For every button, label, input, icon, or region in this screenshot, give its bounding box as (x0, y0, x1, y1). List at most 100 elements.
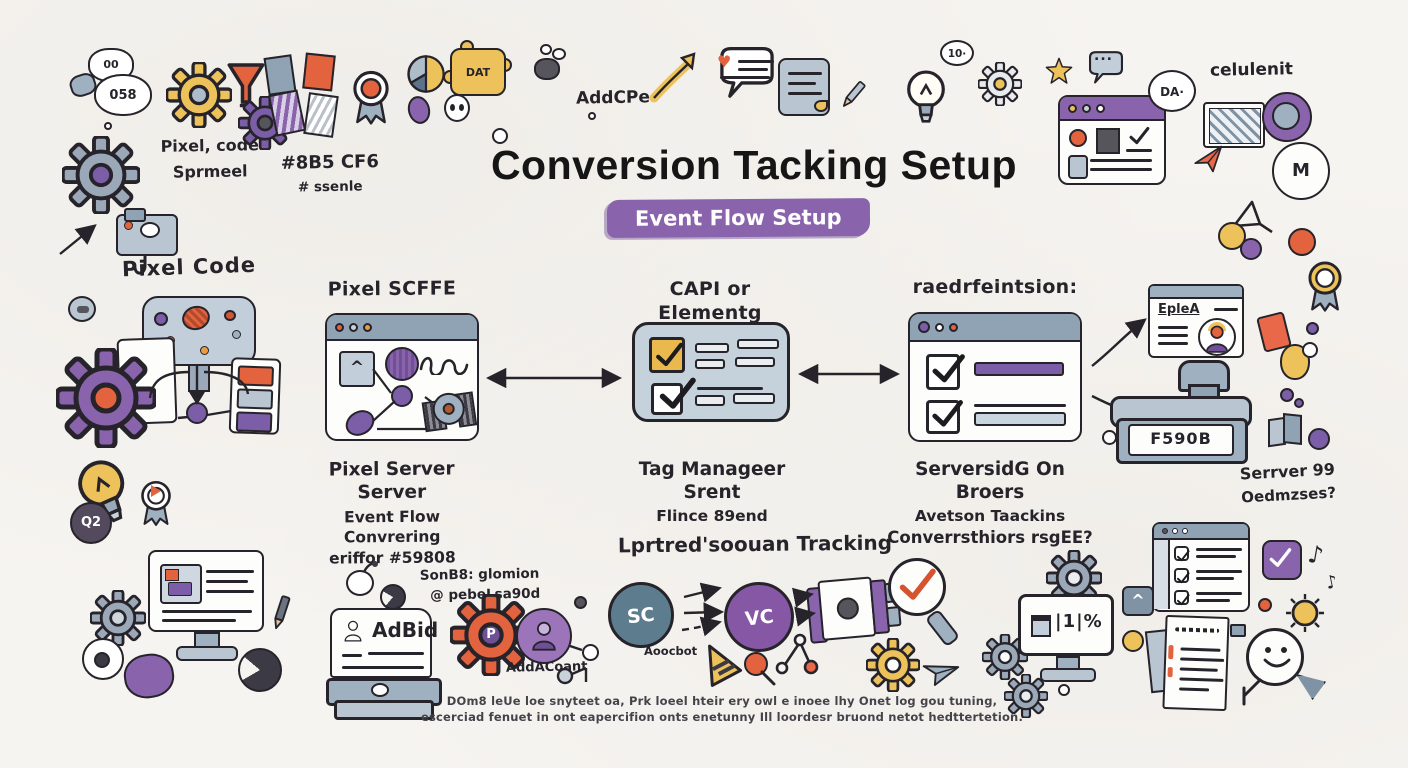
profile-line (1214, 308, 1238, 311)
window-dot (349, 322, 358, 332)
adbid-line (368, 652, 424, 655)
smiley-face (1246, 628, 1304, 686)
pacman-icon (238, 648, 282, 692)
mini-checkbox (1174, 568, 1189, 583)
glasses-doodle (556, 666, 588, 685)
check-icon (929, 351, 967, 387)
panel-dot-sm (200, 346, 209, 355)
caption-line: ServersidG On Broers (915, 459, 1065, 504)
check-icon (654, 374, 700, 414)
checkbox (926, 354, 960, 390)
profile-line (1158, 334, 1188, 337)
leaf-dot (814, 100, 828, 112)
form-bar (737, 339, 779, 349)
adbid-line (342, 666, 424, 669)
screen-line (206, 570, 254, 573)
profile-line (1158, 342, 1188, 345)
image-hatch (1209, 108, 1261, 144)
smiley-eye (1265, 647, 1271, 653)
chat-line (788, 82, 816, 85)
dots-speech-bubble-icon: ... (1082, 48, 1130, 90)
caption-line: Flince 89end (656, 507, 768, 526)
monitor-screen (148, 550, 264, 632)
browser-line (1126, 149, 1152, 152)
chat-line (788, 92, 822, 95)
tiny-circle (588, 112, 596, 120)
apple-stem (362, 560, 378, 573)
profile-card-header (1150, 286, 1242, 299)
gear-p-icon: P (450, 594, 532, 676)
mini-checkbox (1174, 590, 1189, 605)
checkbox-orange (649, 337, 685, 373)
image-frame-icon (1203, 102, 1265, 148)
chart-tile: ^ (339, 351, 375, 387)
browser-line (1090, 168, 1152, 171)
eye-iris (94, 652, 110, 668)
purple-dot (1306, 322, 1319, 335)
small-ring (582, 644, 599, 661)
purple-ring-core (1272, 102, 1300, 130)
adbid-line (342, 654, 362, 657)
screen-line (162, 610, 252, 613)
gear-core-letter: P (486, 627, 496, 642)
eye-icon (82, 638, 124, 680)
purple-dot (1294, 398, 1304, 408)
striped-node (385, 347, 419, 381)
checklist-header (1154, 524, 1248, 540)
flow-box3-header (910, 314, 1080, 342)
bug-wing (540, 44, 552, 55)
camera-icon (110, 208, 180, 278)
thumb-square (165, 569, 179, 581)
window-dot (335, 322, 344, 332)
flow-col2-header: CAPI or Elementg (658, 278, 762, 324)
checkbox (926, 400, 960, 434)
window-dot (1162, 528, 1168, 534)
puzzle-icon: DAT (443, 40, 512, 96)
bulb-bubble: 10· (940, 40, 974, 66)
arrow-doodle-icon (649, 52, 696, 103)
form-bar (695, 395, 725, 406)
bug-wing (552, 48, 566, 60)
panel-dot-red (224, 310, 236, 321)
pin-icon (492, 128, 508, 144)
magnifier-check-icon (884, 558, 961, 648)
heart-icon: ♥ (717, 52, 732, 71)
caret-icon: ^ (349, 358, 365, 378)
window-dot (949, 322, 958, 332)
monitor-value: |1|% (1055, 611, 1103, 632)
adbid-base (334, 700, 434, 720)
robot-caption: Aoocbot (644, 644, 698, 658)
check-icon (654, 340, 684, 370)
blob-bottom: 058 (94, 74, 152, 116)
caret-box-icon: ^ (1122, 586, 1154, 616)
monitor-base (176, 646, 238, 661)
purple-ball-icon (1240, 238, 1262, 260)
caret-icon: ^ (1131, 591, 1145, 610)
scanner-core (441, 402, 456, 416)
speech-bubble-icon: ♥ (708, 42, 786, 108)
thumb-shape (168, 582, 192, 596)
magnifier-glass (888, 558, 946, 616)
smiley-arm (1242, 678, 1262, 706)
panel-dot-gray (232, 330, 241, 339)
eye-dot (459, 104, 464, 111)
screen-line (206, 590, 254, 593)
form-bar (695, 359, 725, 369)
browser-square (1096, 128, 1120, 154)
monitor-percent-icon: |1|% (1018, 594, 1118, 686)
receipt-tab (1230, 624, 1246, 637)
sc-circle: SC (608, 582, 674, 648)
caption-line: Tag Manageer Srent (638, 459, 786, 504)
screen-line (162, 619, 236, 622)
window-dot (1068, 103, 1077, 113)
orange-ball-icon (1288, 228, 1316, 256)
blob-dot (104, 122, 112, 130)
browser-line (1090, 159, 1152, 162)
window-dot (363, 322, 372, 332)
stamp-icon: F590B (1100, 360, 1256, 464)
cl-line (1196, 548, 1242, 551)
caption-line-2: escerciad fenuet in ont eapercifion onts… (420, 710, 1024, 725)
panel-dot-purple (154, 312, 168, 326)
puzzle-body: DAT (450, 48, 506, 96)
profile-card-label: EpleA (1158, 302, 1200, 317)
